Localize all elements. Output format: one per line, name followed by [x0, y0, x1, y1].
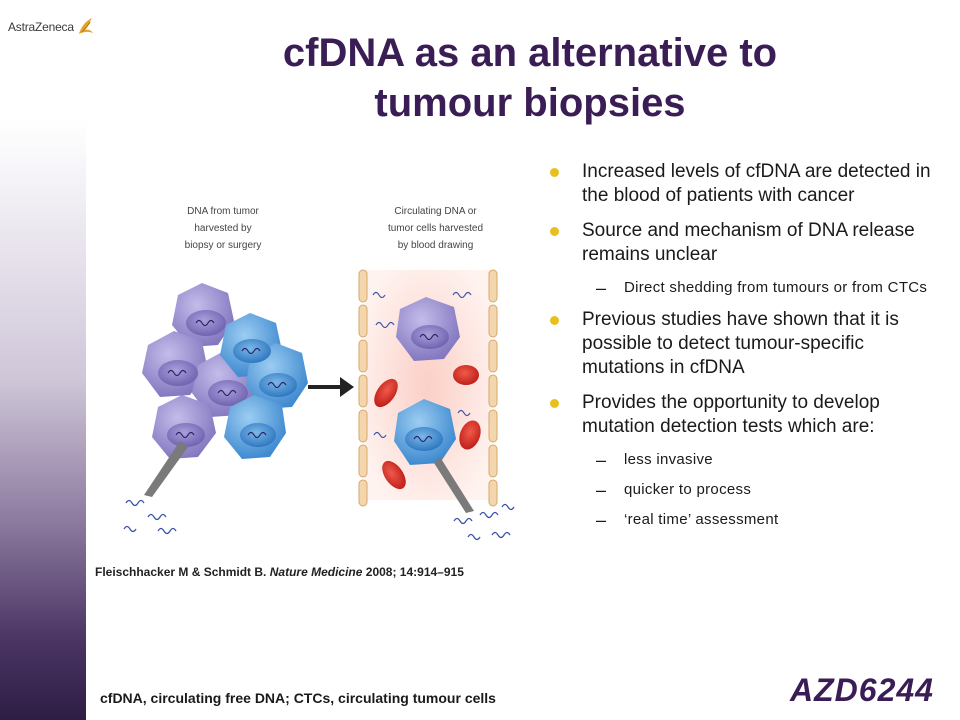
tumor-cluster [123, 283, 308, 535]
dash-icon: – [596, 278, 607, 298]
dash-icon: – [596, 480, 607, 500]
biopsy-needle [144, 441, 188, 497]
brand-label: AZD6244 [790, 672, 934, 708]
sub-bullet-text: quicker to process [624, 481, 752, 498]
slide-title: cfDNA as an alternative to tumour biopsi… [150, 28, 910, 128]
sub-bullet-item: –quicker to process [546, 480, 946, 500]
biopsy-illustration [123, 269, 515, 541]
bullet-text: Source and mechanism of DNA release rema… [582, 220, 915, 265]
title-line-1: cfDNA as an alternative to [282, 31, 778, 75]
sub-bullet-item: –less invasive [546, 450, 946, 470]
bullet-dot-icon [550, 227, 559, 236]
figure-right-label: Circulating DNA or tumor cells harvested… [368, 203, 503, 254]
biopsy-figure: DNA from tumor harvested by biopsy or su… [118, 185, 528, 565]
left-label-line: harvested by [194, 223, 252, 234]
bullet-dot-icon [550, 316, 559, 325]
harvested-dna [453, 503, 515, 541]
bullet-text: Provides the opportunity to develop muta… [582, 392, 880, 437]
bullet-item: Previous studies have shown that it is p… [546, 308, 946, 380]
title-line-2: tumour biopsies [374, 81, 686, 125]
red-blood-cell [459, 420, 481, 450]
bullet-item: Increased levels of cfDNA are detected i… [546, 160, 946, 208]
footer-abbreviations: cfDNA, circulating free DNA; CTCs, circu… [100, 690, 496, 706]
red-blood-cell [382, 460, 406, 490]
blood-vessel [358, 269, 515, 541]
bullet-text: Increased levels of cfDNA are detected i… [582, 161, 931, 206]
red-blood-cell [453, 365, 479, 385]
bullet-dot-icon [550, 399, 559, 408]
sub-bullet-text: Direct shedding from tumours or from CTC… [624, 279, 928, 296]
dash-icon: – [596, 510, 607, 530]
astrazeneca-logo: AstraZeneca [8, 16, 96, 38]
left-label-line: biopsy or surgery [184, 240, 262, 251]
syringe-needle [434, 457, 474, 513]
figure-left-label: DNA from tumor harvested by biopsy or su… [158, 203, 288, 254]
right-label-line: tumor cells harvested [387, 223, 484, 234]
circulating-dna [372, 291, 472, 439]
bullet-item: Provides the opportunity to develop muta… [546, 391, 946, 439]
sub-bullet-text: less invasive [624, 451, 713, 468]
sub-bullet-item: –Direct shedding from tumours or from CT… [546, 278, 946, 298]
side-gradient-bar [0, 0, 86, 720]
bullet-list: Increased levels of cfDNA are detected i… [546, 160, 946, 540]
dash-icon: – [596, 450, 607, 470]
logo-text: AstraZeneca [8, 20, 74, 34]
bullet-item: Source and mechanism of DNA release rema… [546, 219, 946, 267]
sub-bullet-item: –‘real time’ assessment [546, 510, 946, 530]
left-label-line: DNA from tumor [187, 206, 259, 217]
transition-arrow [308, 377, 354, 397]
right-label-line: by blood drawing [397, 240, 474, 251]
citation-details: 2008; 14:914–915 [365, 565, 464, 579]
citation-authors: Fleischhacker M & Schmidt B. [95, 565, 267, 579]
free-dna-fragments [123, 499, 177, 535]
right-label-line: Circulating DNA or [394, 206, 477, 217]
sub-bullet-text: ‘real time’ assessment [624, 511, 779, 528]
logo-swirl-icon [78, 18, 93, 34]
figure-citation: Fleischhacker M & Schmidt B. Nature Medi… [95, 565, 555, 579]
citation-journal: Nature Medicine [269, 565, 363, 579]
red-blood-cell [374, 378, 398, 408]
bullet-dot-icon [550, 168, 559, 177]
bullet-text: Previous studies have shown that it is p… [582, 309, 899, 378]
